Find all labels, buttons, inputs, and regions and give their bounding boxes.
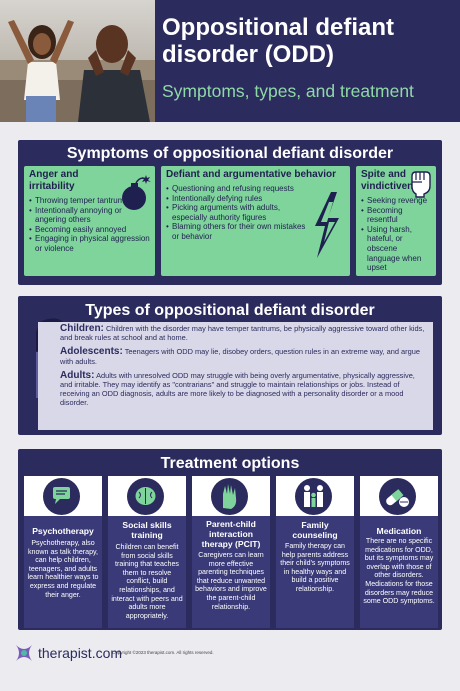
treatment-heading: Family counseling [292,520,338,540]
list-item: Intentionally annoying or angering other… [29,206,150,225]
treatment-icon-box [108,476,186,516]
treatment-description: There are no specific medications for OD… [363,537,435,606]
header-banner: Oppositional defiant disorder (ODD) Symp… [0,0,460,122]
list-item: Questioning and refusing requests [166,184,306,194]
list-item: Using harsh, hateful, or obscene languag… [361,225,431,273]
symptoms-section: Symptoms of oppositional defiant disorde… [18,140,442,285]
treatment-card-medication: Medication There are no specific medicat… [360,476,438,628]
bomb-icon [122,175,151,210]
treatment-description: Caregivers can learn more effective pare… [195,551,267,611]
types-title: Types of oppositional defiant disorder [85,302,375,319]
symptom-card-spite: Spite and vindictiveness Seeking revenge… [356,166,436,276]
type-entry-adults: Adults: Adults with unresolved ODD may s… [60,369,428,408]
page-subtitle: Symptoms, types, and treatment [162,81,414,101]
type-label: Adults: [60,369,95,381]
list-item: Throwing temper tantrums [29,196,150,206]
list-item: Becoming resentful [361,206,431,225]
treatment-heading: Social skills training [122,520,172,540]
symptom-heading: Defiant and argumentative behavior [166,169,337,180]
type-label: Children: [60,323,104,334]
chat-bubbles-icon [43,478,80,515]
list-item: Intentionally defying rules [166,194,306,204]
type-description: Adults with unresolved ODD may struggle … [60,370,415,408]
treatment-section: Treatment options Psychotherapy Psychoth… [18,449,442,630]
symptom-list: Questioning and refusing requests Intent… [166,184,306,242]
type-description: Children with the disorder may have temp… [60,324,425,343]
raised-hand-icon [211,478,248,515]
type-description: Teenagers with ODD may lie, disobey orde… [60,347,420,366]
therapist-logo-icon [16,645,32,661]
treatment-icon-box [276,476,354,516]
symptom-list: Throwing temper tantrums Intentionally a… [29,196,150,254]
list-item: Engaging in physical aggression or viole… [29,234,150,253]
treatment-description: Psychotherapy, also known as talk therap… [27,539,99,599]
treatment-heading: Psychotherapy [32,526,94,536]
treatment-title: Treatment options [160,455,300,472]
treatment-card-pcit: Parent-child interaction therapy (PCIT) … [192,476,270,628]
types-section: Types of oppositional defiant disorder C… [18,296,442,435]
treatment-card-family: Family counseling Family therapy can hel… [276,476,354,628]
symptom-card-defiant: Defiant and argumentative behavior Quest… [161,166,350,276]
header-photo [0,0,155,122]
treatment-heading: Parent-child interaction therapy (PCIT) [201,519,261,549]
type-entry-adolescents: Adolescents: Teenagers with ODD may lie,… [60,346,428,366]
types-panel: Children: Children with the disorder may… [38,322,433,430]
treatment-description: Family therapy can help parents address … [280,542,350,593]
types-text: Children: Children with the disorder may… [60,324,428,413]
list-item: Blaming others for their own mistakes or… [166,222,306,241]
list-item: Becoming easily annoyed [29,225,150,235]
page-title: Oppositional defiant disorder (ODD) [162,14,394,68]
footer-brand: therapist.com [38,645,123,661]
symptom-heading: Anger and irritability [29,169,79,192]
list-item: Seeking revenge [361,196,431,206]
type-entry-children: Children: Children with the disorder may… [60,323,428,343]
list-item: Picking arguments with adults, especiall… [166,203,306,222]
treatment-icon-box [192,476,270,516]
symptom-heading: Spite and vindictiveness [361,169,430,192]
treatment-heading: Medication [376,526,422,536]
symptom-list: Seeking revenge Becoming resentful Using… [361,196,431,273]
brain-icon [127,478,164,515]
treatment-card-psychotherapy: Psychotherapy Psychotherapy, also known … [24,476,102,628]
pills-icon [379,478,416,515]
treatment-icon-box [360,476,438,516]
treatment-description: Children can benefit from social skills … [111,543,183,620]
footer-copyright: Copyright ©2023 therapist.com. All right… [112,650,214,655]
treatment-card-social-skills: Social skills training Children can bene… [108,476,186,628]
family-icon [295,478,332,515]
symptoms-title: Symptoms of oppositional defiant disorde… [66,145,394,162]
symptom-card-anger: Anger and irritability Throwing temper t… [24,166,155,276]
fist-icon [411,171,431,198]
type-label: Adolescents: [60,346,123,358]
treatment-icon-box [24,476,102,516]
lightning-icon [315,192,339,258]
